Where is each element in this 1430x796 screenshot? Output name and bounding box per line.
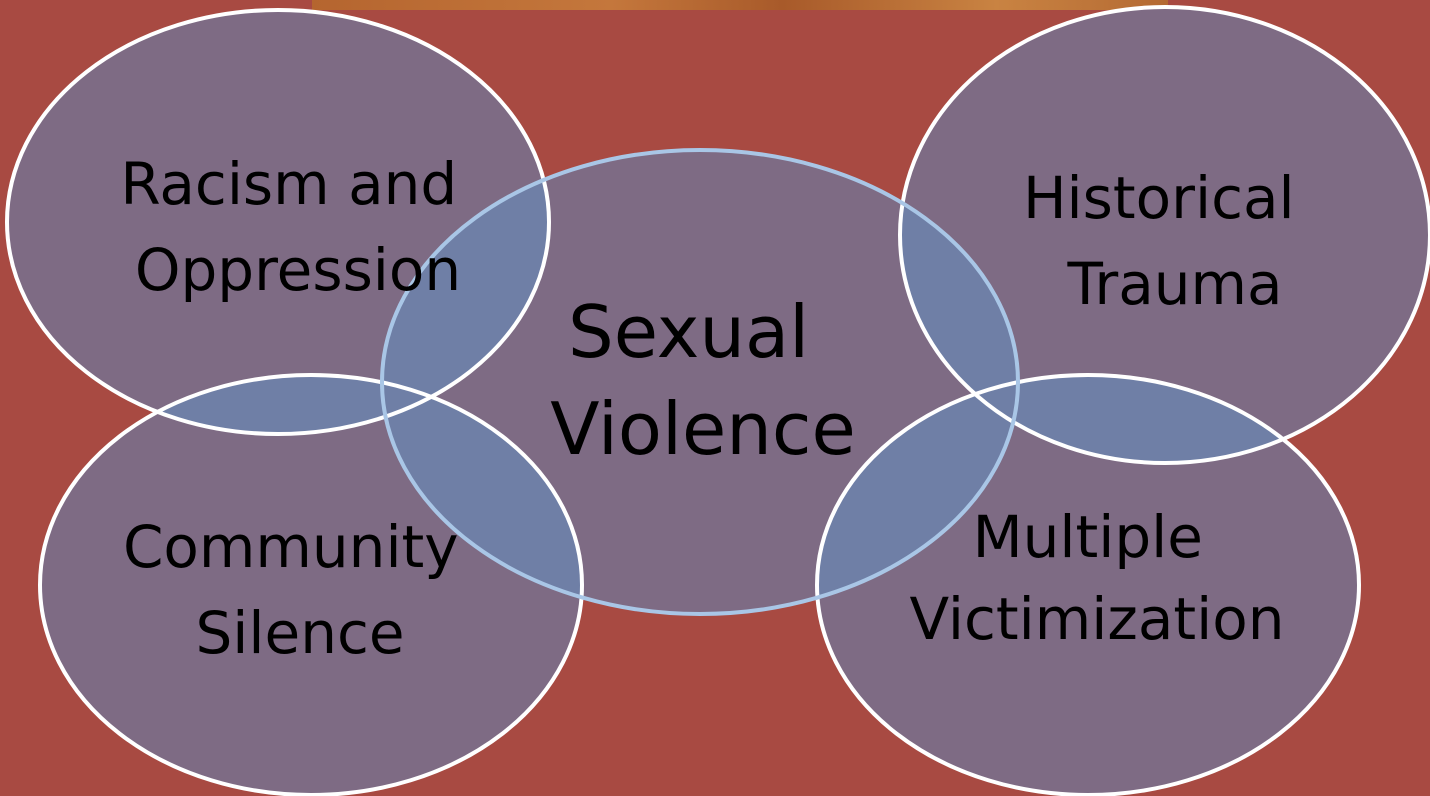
historical-circle-fill	[900, 7, 1430, 463]
community-label: Community Silence	[123, 513, 477, 667]
historical-label: Historical Trauma	[1023, 164, 1313, 318]
multiple-label-line-2: Victimization	[910, 585, 1285, 653]
multiple-label-line-1: Multiple	[973, 503, 1203, 571]
racism-label-line-1: Racism and	[120, 150, 457, 218]
community-label-line-2: Silence	[195, 599, 404, 667]
community-circle-outline	[38, 373, 584, 796]
overlap-racism-center	[382, 150, 549, 434]
labels: Racism and Oppression Historical Trauma …	[120, 150, 1313, 667]
circle-outlines	[5, 5, 1430, 796]
overlap-community-center	[382, 375, 582, 614]
historical-circle-outline	[898, 5, 1430, 465]
center-label-line-2: Violence	[550, 387, 856, 471]
center-label-line-1: Sexual	[568, 290, 809, 374]
community-label-line-1: Community	[123, 513, 459, 581]
overlap-multiple-center	[817, 375, 1018, 614]
center-label: Sexual Violence	[550, 290, 856, 471]
overlap-regions	[40, 150, 1359, 614]
racism-label: Racism and Oppression	[120, 150, 475, 304]
historical-label-line-2: Trauma	[1066, 250, 1282, 318]
header-image-strip	[312, 0, 1168, 10]
multiple-circle-outline	[815, 373, 1361, 796]
center-circle-outline	[380, 148, 1020, 616]
racism-label-line-2: Oppression	[135, 236, 461, 304]
racism-circle-outline	[5, 8, 551, 436]
historical-label-line-1: Historical	[1023, 164, 1295, 232]
multiple-label: Multiple Victimization	[910, 503, 1285, 653]
